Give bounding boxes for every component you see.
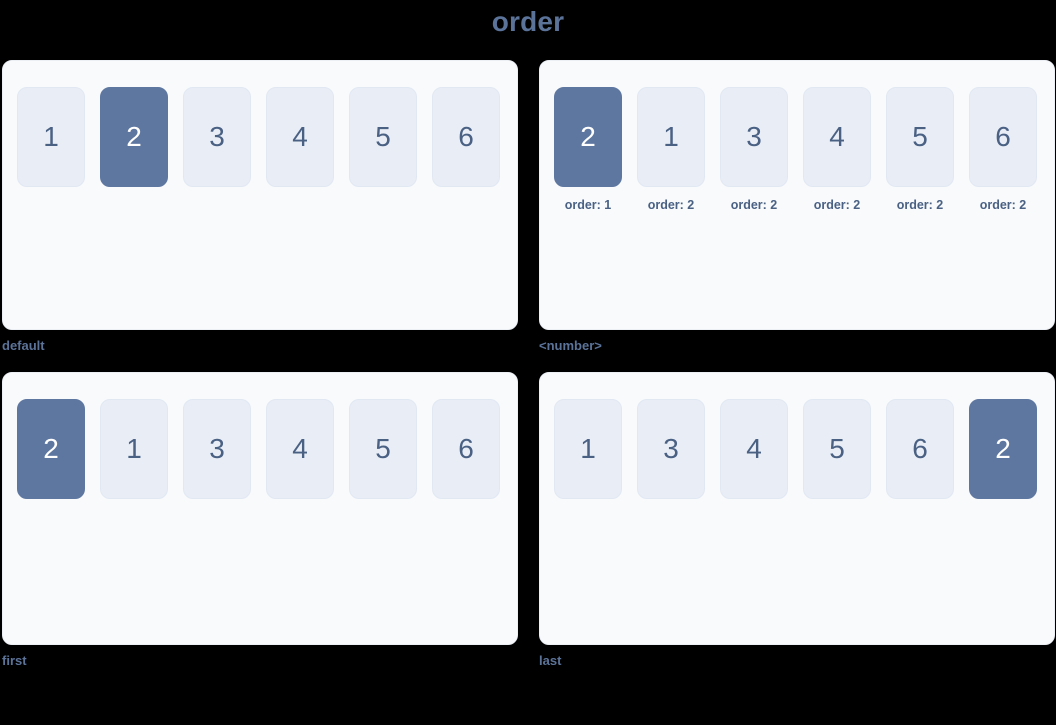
order-box[interactable]: 4 (803, 87, 871, 187)
item-row: 1 3 4 5 6 2 (554, 399, 1054, 499)
list-item: 2 (969, 399, 1037, 499)
demo-cell-last: 1 3 4 5 6 2 last (539, 372, 1055, 669)
list-item: 6 order: 2 (969, 87, 1037, 212)
order-value-label: order: 2 (896, 198, 944, 212)
order-box[interactable]: 5 (886, 87, 954, 187)
list-item: 5 (349, 399, 417, 499)
order-value-label: order: 2 (647, 198, 695, 212)
demo-cell-default: 1 2 3 4 5 6 default (2, 60, 518, 354)
order-box[interactable]: 6 (432, 399, 500, 499)
order-box[interactable]: 4 (720, 399, 788, 499)
item-row: 2 order: 1 1 order: 2 3 order: 2 4 order… (554, 87, 1054, 212)
list-item: 3 (183, 399, 251, 499)
order-box-highlighted[interactable]: 2 (17, 399, 85, 499)
order-box[interactable]: 6 (969, 87, 1037, 187)
order-box[interactable]: 1 (554, 399, 622, 499)
order-box[interactable]: 4 (266, 87, 334, 187)
panel-caption-default: default (2, 338, 45, 353)
list-item: 2 (17, 399, 85, 499)
demo-grid: 1 2 3 4 5 6 default (2, 60, 1056, 720)
order-box[interactable]: 1 (17, 87, 85, 187)
list-item: 1 (17, 87, 85, 187)
list-item: 5 (349, 87, 417, 187)
order-box-highlighted[interactable]: 2 (100, 87, 168, 187)
panel-number: 2 order: 1 1 order: 2 3 order: 2 4 order… (539, 60, 1055, 330)
order-box[interactable]: 4 (266, 399, 334, 499)
order-value-label: order: 2 (979, 198, 1027, 212)
list-item: 1 (554, 399, 622, 499)
list-item: 4 (720, 399, 788, 499)
order-box[interactable]: 6 (432, 87, 500, 187)
panel-caption-first: first (2, 653, 27, 668)
order-box[interactable]: 6 (886, 399, 954, 499)
list-item: 4 order: 2 (803, 87, 871, 212)
list-item: 6 (886, 399, 954, 499)
item-row: 2 1 3 4 5 6 (17, 399, 517, 499)
list-item: 4 (266, 399, 334, 499)
order-value-label: order: 2 (730, 198, 778, 212)
item-row: 1 2 3 4 5 6 (17, 87, 517, 187)
order-box-highlighted[interactable]: 2 (554, 87, 622, 187)
demo-cell-number: 2 order: 1 1 order: 2 3 order: 2 4 order… (539, 60, 1055, 354)
list-item: 6 (432, 399, 500, 499)
list-item: 4 (266, 87, 334, 187)
order-box[interactable]: 3 (637, 399, 705, 499)
list-item: 5 (803, 399, 871, 499)
order-box[interactable]: 5 (349, 87, 417, 187)
panel-caption-last: last (539, 653, 562, 668)
list-item: 2 (100, 87, 168, 187)
page-title: order (491, 6, 565, 37)
order-value-label: order: 2 (813, 198, 861, 212)
panel-first: 2 1 3 4 5 6 (2, 372, 518, 645)
demo-cell-first: 2 1 3 4 5 6 first (2, 372, 518, 669)
list-item: 6 (432, 87, 500, 187)
order-box[interactable]: 3 (183, 87, 251, 187)
order-box[interactable]: 1 (637, 87, 705, 187)
panel-default: 1 2 3 4 5 6 (2, 60, 518, 330)
list-item: 3 order: 2 (720, 87, 788, 212)
list-item: 2 order: 1 (554, 87, 622, 212)
order-box[interactable]: 5 (349, 399, 417, 499)
list-item: 3 (183, 87, 251, 187)
list-item: 3 (637, 399, 705, 499)
list-item: 1 order: 2 (637, 87, 705, 212)
order-box[interactable]: 1 (100, 399, 168, 499)
order-value-label: order: 1 (564, 198, 612, 212)
order-box-highlighted[interactable]: 2 (969, 399, 1037, 499)
list-item: 5 order: 2 (886, 87, 954, 212)
list-item: 1 (100, 399, 168, 499)
order-box[interactable]: 3 (720, 87, 788, 187)
panel-caption-number: <number> (539, 338, 602, 353)
panel-last: 1 3 4 5 6 2 (539, 372, 1055, 645)
order-box[interactable]: 3 (183, 399, 251, 499)
order-box[interactable]: 5 (803, 399, 871, 499)
